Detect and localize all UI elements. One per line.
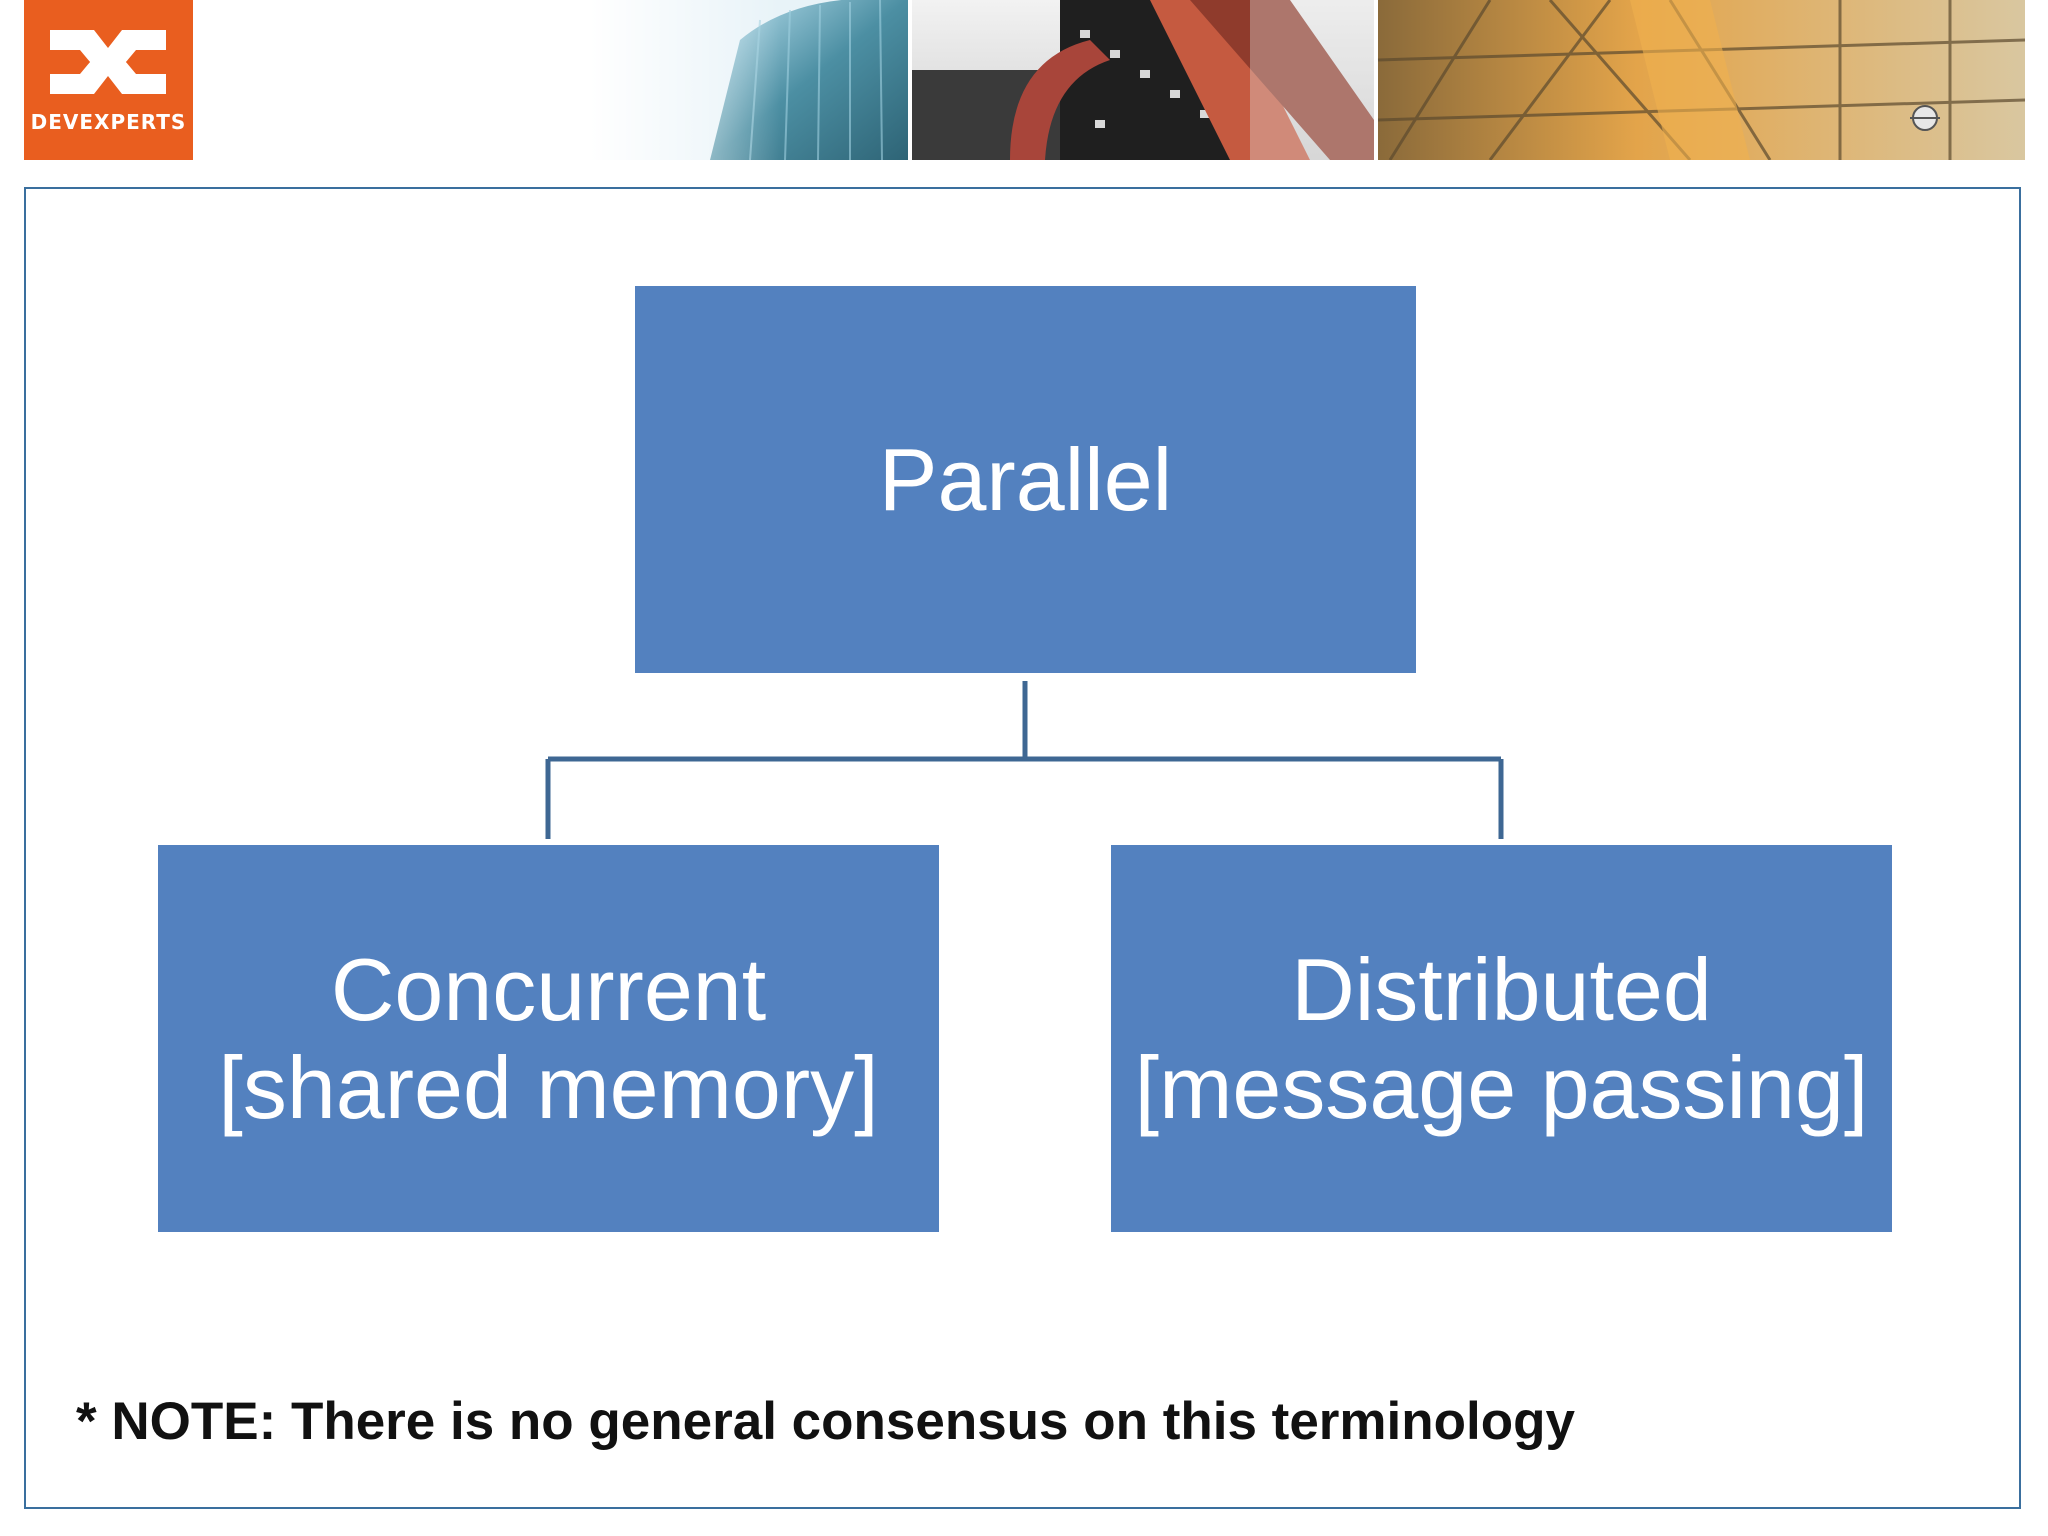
logo-wordmark: DEVEXPERTS: [30, 110, 187, 134]
node-concurrent: Concurrent [shared memory]: [158, 845, 939, 1232]
terminology-note: * NOTE: There is no general consensus on…: [76, 1392, 1575, 1451]
node-distributed-subtitle: [message passing]: [1134, 1037, 1869, 1137]
node-parallel: Parallel: [635, 286, 1416, 673]
hierarchy-connectors: [545, 681, 1504, 839]
devexperts-logo: DEVEXPERTS: [24, 0, 193, 160]
slide-header: DEVEXPERTS: [0, 0, 2048, 162]
node-parallel-label: Parallel: [878, 429, 1173, 529]
slide-content-frame: Parallel Concurrent [shared memory] Dist…: [24, 187, 2021, 1509]
architecture-banner-image: [590, 0, 2025, 160]
logo-mark-icon: [50, 30, 166, 94]
node-concurrent-title: Concurrent: [330, 939, 767, 1039]
node-distributed-title: Distributed: [1291, 939, 1712, 1039]
node-concurrent-subtitle: [shared memory]: [218, 1037, 879, 1137]
node-distributed: Distributed [message passing]: [1111, 845, 1892, 1232]
